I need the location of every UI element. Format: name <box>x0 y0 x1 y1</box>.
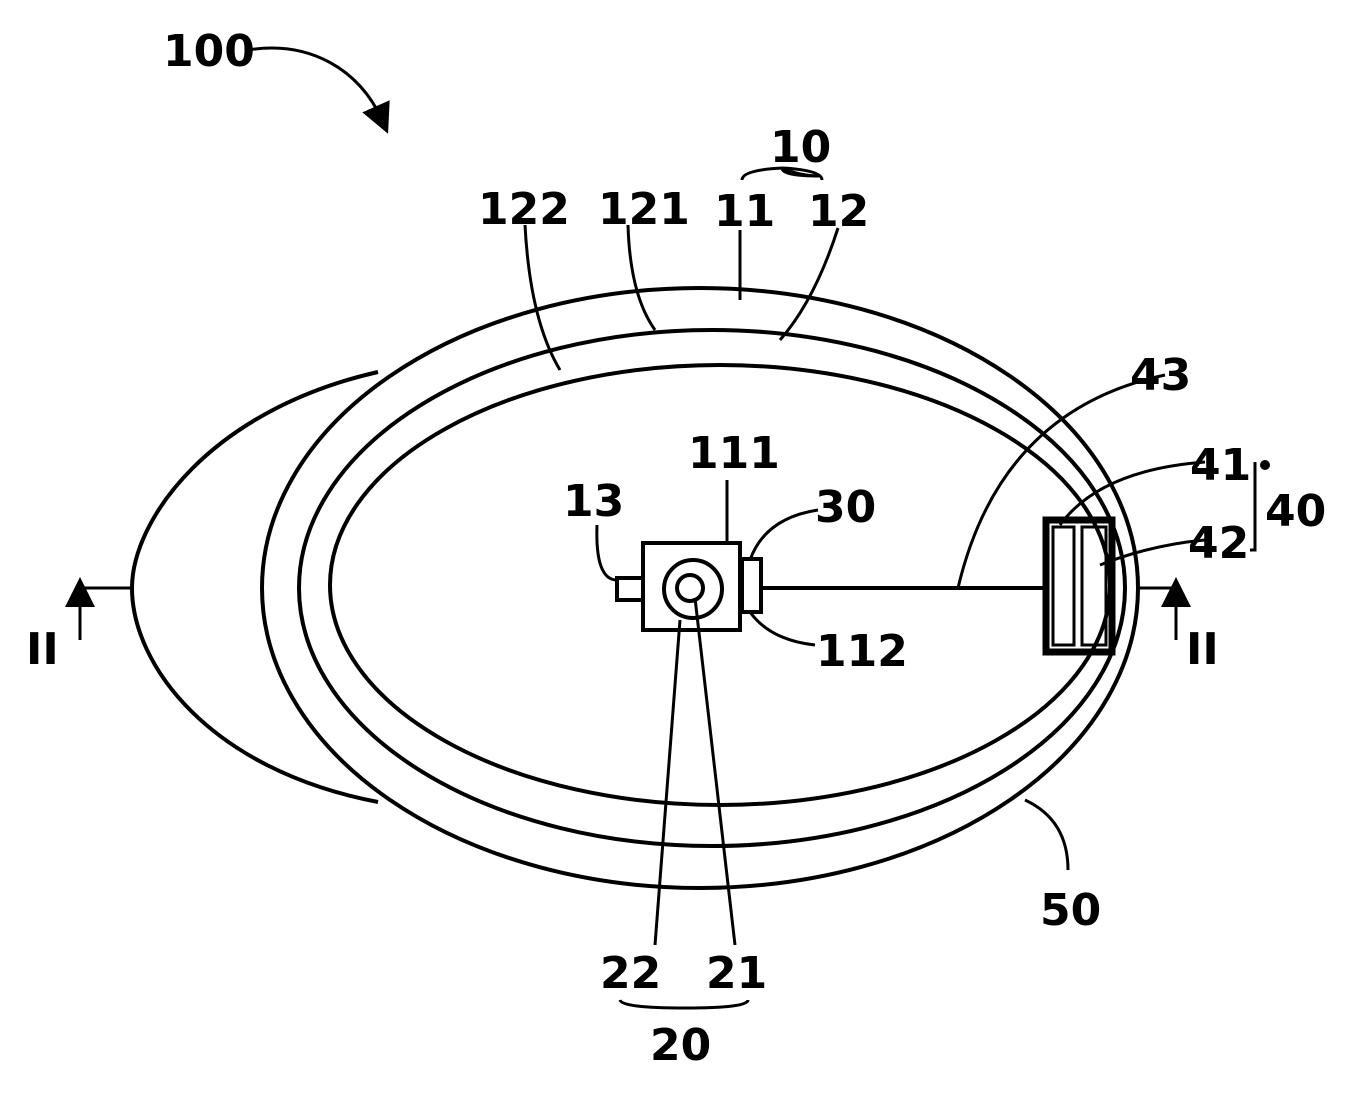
tab-13 <box>617 578 643 600</box>
leader-112 <box>750 612 815 645</box>
leader-13 <box>597 525 617 580</box>
label-40: 40 <box>1265 486 1326 537</box>
rear-shell-outline <box>132 372 378 802</box>
label-43: 43 <box>1130 350 1191 401</box>
label-122: 122 <box>478 184 570 235</box>
leader-121 <box>628 225 655 330</box>
section-line-left <box>80 588 132 640</box>
reference-arrow-100 <box>248 48 382 120</box>
label-112: 112 <box>816 626 908 677</box>
leader-30 <box>750 510 818 560</box>
label-section-right: II <box>1186 624 1219 675</box>
dot-marker <box>1260 460 1270 470</box>
cell-41 <box>1053 527 1074 645</box>
label-11: 11 <box>714 186 775 237</box>
label-section-left: II <box>26 624 59 675</box>
component-30 <box>742 559 761 612</box>
label-42: 42 <box>1188 518 1249 569</box>
lens-21 <box>677 575 703 601</box>
label-13: 13 <box>563 476 624 527</box>
label-100: 100 <box>163 26 255 77</box>
label-22: 22 <box>600 948 661 999</box>
lens-ring-22 <box>664 560 722 618</box>
leader-22 <box>655 620 680 945</box>
label-50: 50 <box>1040 885 1101 936</box>
label-12: 12 <box>808 186 869 237</box>
leader-21 <box>695 598 735 945</box>
section-line-right <box>1138 588 1176 640</box>
label-10: 10 <box>770 122 831 173</box>
leader-50 <box>1025 800 1068 870</box>
label-30: 30 <box>815 482 876 533</box>
brace-20 <box>620 1000 748 1008</box>
leader-12 <box>780 228 838 340</box>
label-111: 111 <box>688 428 780 479</box>
label-21: 21 <box>706 948 767 999</box>
label-41: 41 <box>1190 440 1251 491</box>
label-20: 20 <box>650 1020 711 1071</box>
label-121: 121 <box>598 184 690 235</box>
